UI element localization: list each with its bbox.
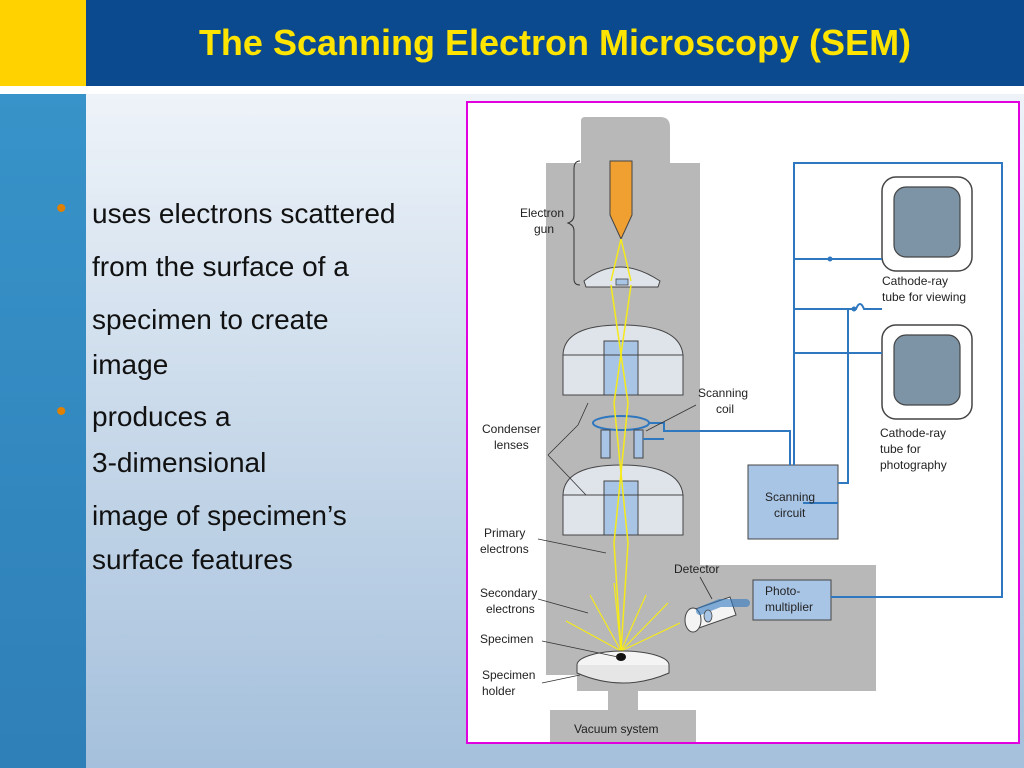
scanning-coil-left	[600, 429, 611, 459]
label-scanning-coil-2: coil	[716, 402, 734, 416]
bullet-2-line-3: image of specimen’s	[92, 500, 347, 531]
bullet-dot-icon: •	[56, 395, 67, 428]
vacuum-system-box	[550, 710, 696, 742]
label-photomultiplier-2: multiplier	[765, 600, 813, 614]
label-crt-viewing-1: Cathode-ray	[882, 274, 948, 288]
anode-aperture	[615, 278, 629, 286]
vacuum-connector	[608, 691, 638, 710]
sem-diagram-svg: Electron gun Condenser lenses Primary el…	[480, 117, 1003, 742]
bullet-dot-icon: •	[56, 192, 67, 225]
label-crt-viewing-2: tube for viewing	[882, 290, 966, 304]
electron-beam	[610, 238, 632, 652]
bullet-1-line-2: from the surface of a	[92, 251, 349, 282]
label-vacuum-system: Vacuum system	[574, 722, 658, 736]
label-detector: Detector	[674, 562, 719, 576]
label-specimen-holder-2: holder	[482, 684, 515, 698]
detector	[684, 596, 750, 633]
electron-gun-tip	[609, 160, 633, 241]
label-crt-photography-3: photography	[880, 458, 947, 472]
anode-plate	[583, 266, 661, 288]
left-accent-bar	[0, 94, 86, 768]
condenser-lens-1-core	[603, 340, 639, 396]
photomultiplier-box	[752, 579, 832, 621]
header-divider	[0, 86, 1024, 94]
label-specimen: Specimen	[480, 632, 533, 646]
label-scanning-circuit-2: circuit	[774, 506, 806, 520]
label-crt-photography-1: Cathode-ray	[880, 426, 946, 440]
label-crt-photography-2: tube for	[880, 442, 921, 456]
crt-photography-screen	[893, 334, 961, 406]
label-electron-gun-1: Electron	[520, 206, 564, 220]
label-secondary-electrons-2: electrons	[486, 602, 535, 616]
label-condenser-lenses-1: Condenser	[482, 422, 541, 436]
condenser-lens-2-core	[603, 480, 639, 536]
electron-gun-bracket	[566, 160, 581, 286]
bullet-2-line-1: produces a	[92, 401, 231, 432]
bullet-2-line-4: surface features	[92, 544, 293, 575]
title-bar	[86, 0, 1024, 86]
bullet-1-line-1: uses electrons scattered	[92, 198, 396, 229]
crt-viewing-screen	[893, 186, 961, 258]
slide-title: The Scanning Electron Microscopy (SEM)	[198, 22, 912, 63]
title-corner-accent	[0, 0, 86, 86]
bullet-1-line-4: image	[92, 349, 169, 380]
bullet-1-line-3: specimen to create	[92, 304, 329, 335]
microscope-column	[546, 117, 876, 691]
label-secondary-electrons-1: Secondary	[480, 586, 537, 600]
label-electron-gun-2: gun	[534, 222, 554, 236]
label-scanning-circuit-1: Scanning	[765, 490, 815, 504]
sem-diagram: Electron gun Condenser lenses Primary el…	[466, 101, 1020, 744]
bullet-2-line-2: 3-dimensional	[92, 447, 267, 478]
specimen-dot	[616, 653, 626, 661]
label-condenser-lenses-2: lenses	[494, 438, 529, 452]
scanning-coil-right	[633, 429, 644, 459]
label-specimen-holder-1: Specimen	[482, 668, 535, 682]
label-scanning-coil-1: Scanning	[698, 386, 748, 400]
label-primary-electrons-2: electrons	[480, 542, 529, 556]
label-photomultiplier-1: Photo-	[765, 584, 800, 598]
label-primary-electrons-1: Primary	[484, 526, 525, 540]
secondary-electrons	[565, 582, 681, 652]
